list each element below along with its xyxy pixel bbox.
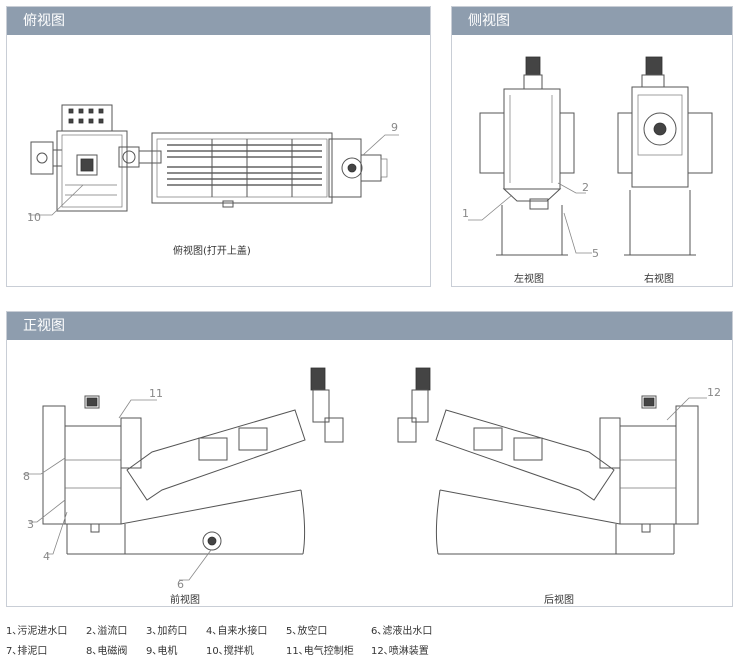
legend-item: 8､电磁阀: [86, 646, 128, 657]
side-view-drawing: 1 2 5 左视图 右视图: [452, 35, 732, 286]
top-view-title: 俯视图: [7, 7, 430, 35]
legend-row-1: 1､污泥进水口 2､溢流口 3､加药口 4､自来水接口 5､放空口 6､滤液出水…: [6, 622, 736, 642]
legend-item: 7､排泥口: [6, 646, 48, 657]
svg-text:10: 10: [27, 211, 41, 224]
legend-item: 4､自来水接口: [206, 626, 268, 637]
top-view-drawing: 9 10 俯视图(打开上盖): [7, 35, 430, 286]
legend-item: 1､污泥进水口: [6, 626, 68, 637]
left-view-caption: 左视图: [514, 274, 544, 285]
legend-item: 2､溢流口: [86, 626, 128, 637]
screw-housing: [151, 132, 333, 204]
left-view-motor: [525, 56, 541, 76]
front-drive-motor: [310, 367, 326, 391]
legend-item: 12､喷淋装置: [371, 646, 429, 657]
back-view-caption: 后视图: [544, 595, 574, 606]
svg-text:4: 4: [43, 550, 50, 563]
svg-text:11: 11: [149, 387, 163, 400]
legend-item: 6､滤液出水口: [371, 626, 433, 637]
svg-text:5: 5: [592, 247, 599, 260]
legend-item: 9､电机: [146, 646, 178, 657]
right-view-motor: [645, 56, 663, 76]
legend-item: 10､搅拌机: [206, 646, 254, 657]
svg-text:8: 8: [23, 470, 30, 483]
svg-text:6: 6: [177, 578, 184, 591]
legend-row-2: 7､排泥口 8､电磁阀 9､电机 10､搅拌机 11､电气控制柜 12､喷淋装置: [6, 642, 736, 662]
svg-text:3: 3: [27, 518, 34, 531]
svg-text:2: 2: [582, 181, 589, 194]
front-view-title: 正视图: [7, 312, 732, 340]
mixer-motor: [76, 154, 98, 176]
svg-text:1: 1: [462, 207, 469, 220]
side-view-panel: 侧视图 1 2 5: [451, 6, 733, 287]
legend-item: 11､电气控制柜: [286, 646, 354, 657]
top-view-caption: 俯视图(打开上盖): [173, 246, 251, 257]
front-view-drawing: 11 8 3 4 6: [7, 340, 732, 606]
front-view-caption: 前视图: [170, 595, 200, 606]
legend-item: 5､放空口: [286, 626, 328, 637]
svg-text:12: 12: [707, 386, 721, 399]
front-view-panel: 正视图 11: [6, 311, 733, 607]
side-view-title: 侧视图: [452, 7, 732, 35]
svg-text:9: 9: [391, 121, 398, 134]
legend-item: 3､加药口: [146, 626, 188, 637]
drive-motor: [360, 154, 382, 182]
inlet-flange: [30, 141, 54, 175]
parts-legend: 1､污泥进水口 2､溢流口 3､加药口 4､自来水接口 5､放空口 6､滤液出水…: [6, 622, 736, 662]
top-view-panel: 俯视图: [6, 6, 431, 287]
right-view-caption: 右视图: [644, 274, 674, 285]
